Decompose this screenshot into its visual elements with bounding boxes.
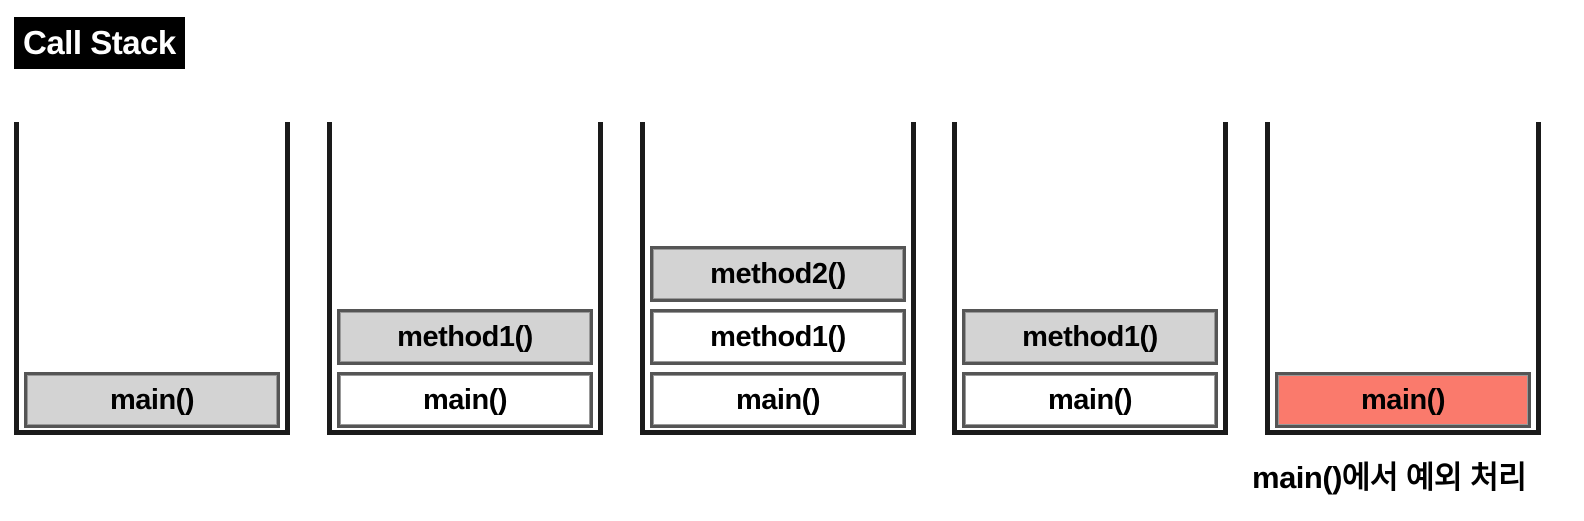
stack-floor — [952, 430, 1228, 435]
stack-floor — [327, 430, 603, 435]
stack-wall-left — [1265, 122, 1270, 435]
stack-wall-left — [640, 122, 645, 435]
call-stack-3: main() method1() method2() — [640, 122, 916, 435]
stack-floor — [14, 430, 290, 435]
stack-frame-method1: method1() — [650, 309, 906, 365]
stack-wall-right — [1536, 122, 1541, 435]
stack-wall-right — [911, 122, 916, 435]
stack-frame-method1: method1() — [337, 309, 593, 365]
stack-frame-method2: method2() — [650, 246, 906, 302]
stack-wall-right — [1223, 122, 1228, 435]
stack-frame-main: main() — [337, 372, 593, 428]
exception-caption: main()에서 예외 처리 — [1252, 460, 1527, 495]
stack-wall-right — [285, 122, 290, 435]
stack-frame-main: main() — [962, 372, 1218, 428]
stack-wall-right — [598, 122, 603, 435]
stack-frame-main-exception: main() — [1275, 372, 1531, 428]
stack-frame-main: main() — [650, 372, 906, 428]
call-stack-1: main() — [14, 122, 290, 435]
stack-frame-main: main() — [24, 372, 280, 428]
call-stack-2: main() method1() — [327, 122, 603, 435]
call-stack-5: main() — [1265, 122, 1541, 435]
stack-wall-left — [14, 122, 19, 435]
diagram-title: Call Stack — [14, 17, 185, 69]
stack-floor — [1265, 430, 1541, 435]
call-stack-4: main() method1() — [952, 122, 1228, 435]
stack-floor — [640, 430, 916, 435]
stack-wall-left — [327, 122, 332, 435]
stack-frame-method1: method1() — [962, 309, 1218, 365]
stack-wall-left — [952, 122, 957, 435]
